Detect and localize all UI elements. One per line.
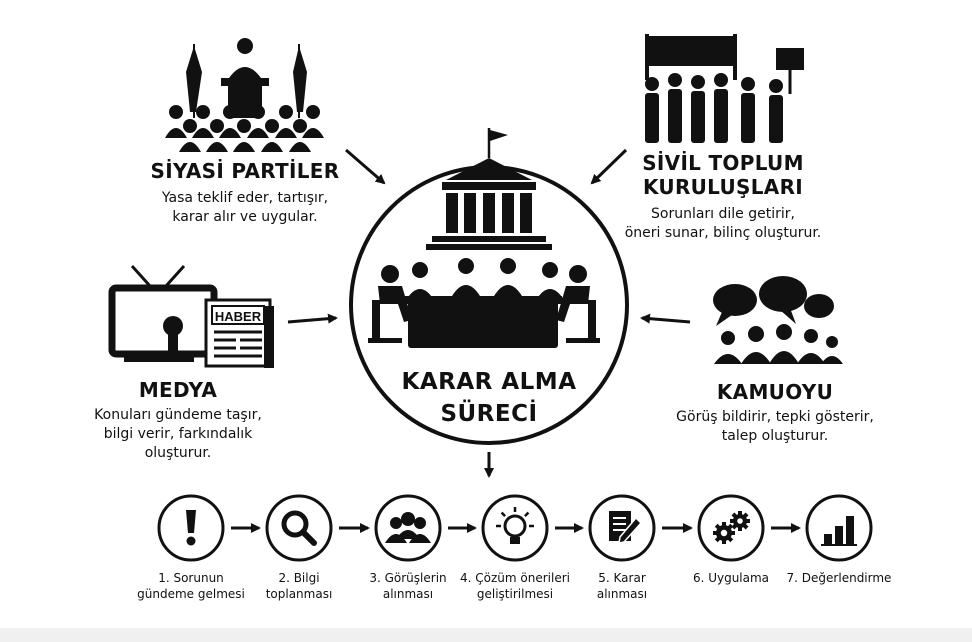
document-pen-icon [609,511,643,544]
actor-desc-line: talep oluşturur. [721,428,829,444]
actor-title: SİVİL TOPLUM [642,151,804,175]
center-title-line-1: KARAR ALMA [401,369,577,395]
bar-chart-icon [821,516,857,546]
step-label: 4. Çözüm önerileri geliştirilmesi [455,570,575,602]
speech-bubbles-icon [713,276,834,326]
step-label-line: 5. Karar [598,571,646,585]
actor-desc-line: karar alır ve uygular. [172,209,318,225]
step-label: 6. Uygulama [671,570,791,586]
public-crowd-icon [714,324,843,364]
step-label: 5. Karar alınması [562,570,682,602]
step-label-line: 6. Uygulama [692,571,770,585]
actor-arrows [287,148,691,478]
actor-title: MEDYA [138,378,218,402]
actor-desc-line: bilgi verir, farkındalık [103,426,253,442]
step-label-line: gündeme gelmesi [137,587,245,601]
step-circle [374,494,442,562]
actor-siyasi-partiler: SİYASİ PARTİLER Yasa teklif eder, tartış… [140,159,350,227]
step-label: 1. Sorunun gündeme gelmesi [131,570,251,602]
newspaper-icon [204,298,274,368]
actor-desc-line: Yasa teklif eder, tartışır, [161,190,329,206]
gears-icon [713,511,750,544]
step-circle [265,494,333,562]
center-title-line-2: SÜRECİ [440,401,538,427]
step-label-line: alınması [382,587,434,601]
actor-desc-line: Konuları gündeme taşır, [94,407,262,423]
step-label-line: 2. Bilgi [278,571,320,585]
actor-desc-line: Görüş bildirir, tepki gösterir, [676,409,874,425]
microphone-icon [163,316,183,362]
actor-desc-line: oluşturur. [144,445,212,461]
actor-kamuoyu: KAMUOYU Görüş bildirir, tepki gösterir, … [660,380,890,446]
step-label: 7. Değerlendirme [779,570,899,586]
bottom-band [0,628,972,642]
arrow-stk [590,148,628,185]
lightbulb-icon [496,507,534,544]
actor-sivil-toplum: SİVİL TOPLUM KURULUŞLARI Sorunları dile … [618,151,828,243]
actor-title: SİYASİ PARTİLER [150,159,340,183]
audience-icon [165,105,324,152]
actor-title: KAMUOYU [716,380,834,404]
process-steps [157,494,873,562]
actor-desc-line: Sorunları dile getirir, [651,206,795,222]
newspaper-label: HABER [215,309,262,324]
group-icon [385,512,431,543]
step-label: 2. Bilgi toplanması [239,570,359,602]
step-label: 3. Görüşlerin alınması [348,570,468,602]
magnifier-icon [281,510,317,546]
center-title: KARAR ALMA SÜRECİ [379,366,599,430]
step-label-line: geliştirilmesi [476,587,554,601]
arrow-kamuoyu [640,313,691,324]
television-icon [108,264,218,362]
step-label-line: toplanması [265,587,333,601]
step-label-line: 1. Sorunun [158,571,224,585]
arrow-medya [287,313,338,324]
step-label-line: 3. Görüşlerin [369,571,447,585]
step-label-line: alınması [596,587,648,601]
exclamation-icon [186,510,196,546]
step-label-line: 7. Değerlendirme [786,571,892,585]
actor-desc-line: öneri sunar, bilinç oluşturur. [624,225,822,241]
actor-title: KURULUŞLARI [642,175,804,199]
government-building-icon [426,128,552,250]
meeting-table-icon [368,258,600,348]
actor-medya: MEDYA Konuları gündeme taşır, bilgi veri… [78,378,278,463]
protest-crowd-icon [645,34,804,143]
step-label-line: 4. Çözüm önerileri [460,571,570,585]
arrow-siyasi [345,148,386,185]
step-circle [481,494,549,562]
